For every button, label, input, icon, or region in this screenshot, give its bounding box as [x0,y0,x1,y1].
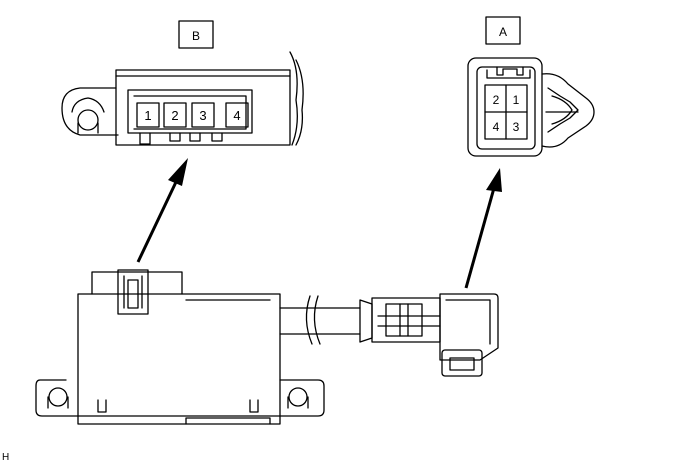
arrow-to-a [464,168,502,289]
pin-a-1: 1 [513,93,520,107]
pin-b-1: 1 [144,108,151,123]
label-a: A [499,25,507,39]
label-b: B [192,29,200,43]
connector-a-view [467,16,595,157]
pin-a-4: 4 [493,120,500,134]
label-box-b [178,20,214,49]
pin-b-2: 2 [171,108,178,123]
arrow-to-b [136,158,188,263]
connector-b-view [61,20,304,146]
pin-b-4: 4 [233,108,240,123]
pin-b-3: 3 [199,108,206,123]
figure-code: H [2,452,9,463]
label-box-a [485,16,521,45]
pin-a-3: 3 [513,120,520,134]
pin-a-2: 2 [493,93,500,107]
sensor-assembly [35,269,499,425]
